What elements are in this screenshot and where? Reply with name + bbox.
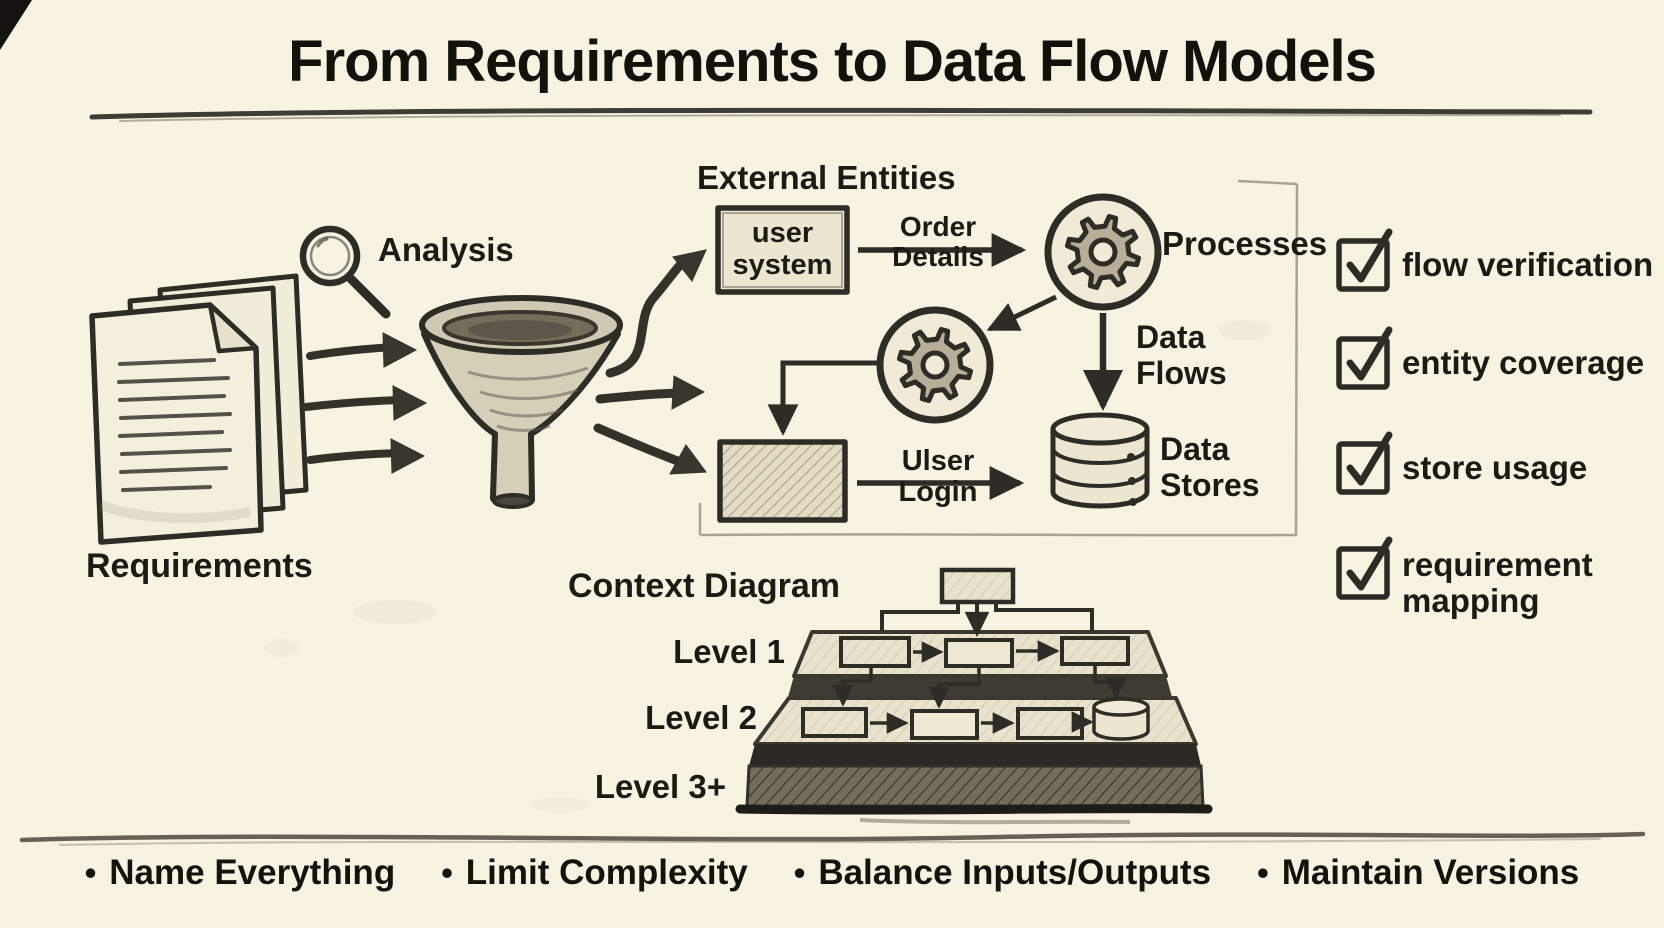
checklist-item-flow-verification: flow verification <box>1402 246 1654 283</box>
analysis-label: Analysis <box>378 231 514 268</box>
requirements-to-funnel-arrows <box>302 332 428 474</box>
data-stores-label: Data Stores <box>1160 431 1260 503</box>
footer-item: • Name Everything <box>85 853 396 893</box>
checkbox-checked-icon <box>1336 431 1393 495</box>
footer-item-label: Maintain Versions <box>1281 853 1580 892</box>
entity-box <box>715 205 850 295</box>
funnel-icon <box>419 295 623 509</box>
checkbox-checked-icon <box>1336 536 1393 600</box>
bullet-icon: • <box>1257 854 1269 891</box>
checkbox-checked-icon <box>1336 326 1393 390</box>
checklist-item-requirement-mapping: requirement mapping <box>1402 546 1593 620</box>
checkbox-checked-icon <box>1336 228 1393 292</box>
entity-box-label: user system <box>732 217 833 281</box>
hierarchy-pyramid <box>735 567 1213 825</box>
footer-item: • Maintain Versions <box>1257 853 1579 893</box>
mini-database-icon <box>1092 697 1150 741</box>
footer-item: • Balance Inputs/Outputs <box>794 853 1211 893</box>
checklist-item-entity-coverage: entity coverage <box>1402 344 1645 381</box>
corner-mark <box>0 0 32 50</box>
processes-label: Processes <box>1162 225 1328 262</box>
gear-to-box-connector <box>767 360 877 436</box>
separator-line <box>19 831 1646 846</box>
gear-icons <box>897 214 1141 403</box>
process-box <box>717 439 848 523</box>
page-title: From Requirements to Data Flow Models <box>288 29 1377 94</box>
footer-item-label: Name Everything <box>109 853 396 892</box>
footer-item-label: Limit Complexity <box>465 853 748 892</box>
level3-label: Level 3+ <box>594 768 726 805</box>
level1-label: Level 1 <box>673 633 785 670</box>
dfd-panel-border <box>698 179 1299 537</box>
bullet-icon: • <box>793 854 806 891</box>
checklist-item-store-usage: store usage <box>1402 449 1588 486</box>
documents-icon <box>89 273 309 545</box>
flow-label-order-details: Order Details <box>892 211 984 273</box>
footer-item: • Limit Complexity <box>441 853 748 893</box>
bullet-icon: • <box>441 854 453 891</box>
database-icon <box>1050 412 1150 509</box>
context-diagram-label: Context Diagram <box>567 567 840 605</box>
requirements-label: Requirements <box>86 547 313 585</box>
checklist-icons <box>1336 228 1393 600</box>
external-entities-label: External Entities <box>697 159 956 196</box>
magnifier-icon <box>299 225 391 319</box>
smudges <box>264 320 1271 813</box>
flow-label-user-login: Ulser Login <box>898 445 978 509</box>
title-underline <box>89 107 1593 122</box>
data-flows-label: Data Flows <box>1136 319 1227 391</box>
level2-label: Level 2 <box>645 699 757 736</box>
funnel-output-arrows <box>593 249 707 475</box>
bullet-icon: • <box>84 854 97 891</box>
footer-item-label: Balance Inputs/Outputs <box>818 853 1212 892</box>
footer-principles: • Name Everything • Limit Complexity • B… <box>0 853 1664 893</box>
process-to-process-arrow <box>986 294 1058 332</box>
